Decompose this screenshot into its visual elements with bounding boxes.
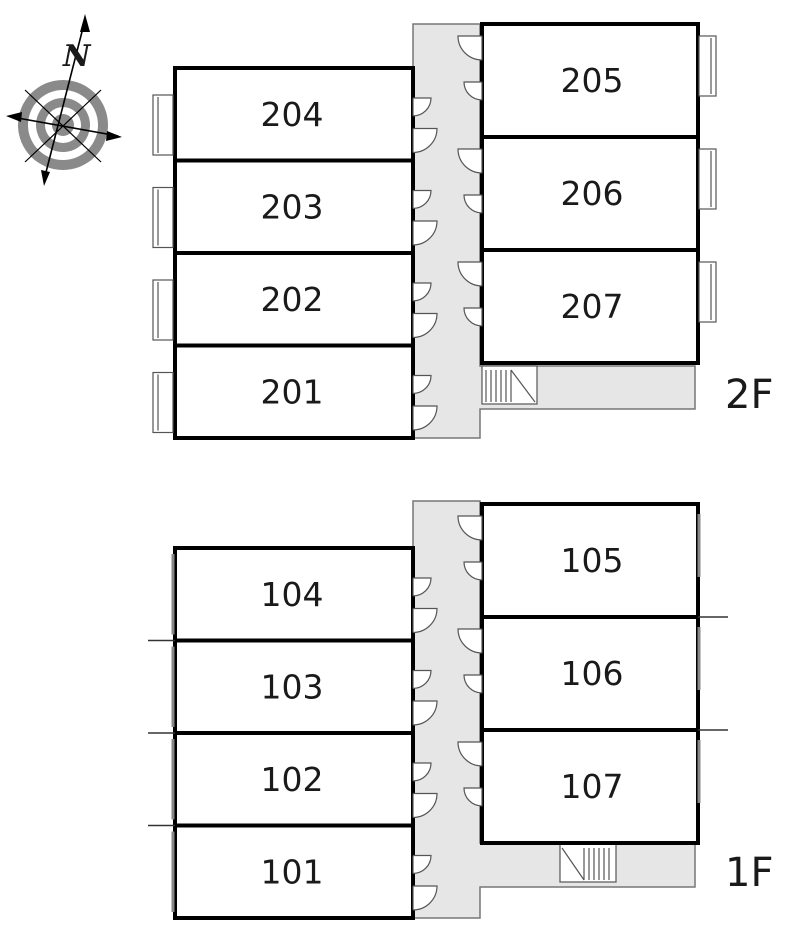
- door-icon: [463, 81, 483, 101]
- room-203: 203: [173, 158, 438, 255]
- door-icon: [457, 261, 483, 287]
- door-icon: [457, 741, 483, 767]
- room-number-label: 104: [261, 575, 324, 614]
- door-icon: [412, 700, 438, 726]
- floor-label-1f: 1F: [725, 850, 773, 896]
- room-number-label: 203: [261, 187, 324, 226]
- door-icon: [463, 787, 483, 807]
- room-102: 102: [173, 731, 438, 828]
- door-icon: [412, 854, 432, 875]
- room-number-label: 207: [561, 287, 624, 326]
- door-icon: [463, 674, 483, 694]
- balcony: [152, 371, 174, 434]
- door-icon: [412, 312, 438, 339]
- room-number-label: 101: [261, 852, 324, 891]
- room-205: 205: [457, 22, 700, 139]
- door-icon: [412, 282, 432, 302]
- room-106: 106: [457, 615, 700, 732]
- room-number-label: 201: [261, 372, 324, 411]
- room-number-label: 206: [561, 174, 624, 213]
- door-icon: [412, 189, 432, 210]
- floor-2f: 204 203 202 201 205 206 207 2F: [152, 22, 773, 440]
- room-201: 201: [173, 343, 438, 440]
- floor-1f: 104 103 102 101 105 106 107 1F: [148, 500, 773, 920]
- door-icon: [457, 35, 483, 61]
- room-number-label: 107: [561, 767, 624, 806]
- door-icon: [457, 628, 483, 654]
- door-icon: [463, 194, 483, 214]
- room-206: 206: [457, 135, 700, 252]
- floor-label-2f: 2F: [725, 372, 773, 418]
- compass-icon: N: [6, 14, 122, 186]
- door-icon: [412, 405, 438, 431]
- door-icon: [412, 220, 438, 246]
- room-number-label: 205: [561, 61, 624, 100]
- balcony: [152, 94, 174, 156]
- balcony: [152, 279, 174, 341]
- balcony: [698, 261, 717, 323]
- compass-north-label: N: [62, 39, 92, 74]
- door-icon: [412, 762, 432, 782]
- room-107: 107: [457, 728, 700, 845]
- room-103: 103: [173, 638, 438, 735]
- door-icon: [457, 148, 483, 174]
- room-number-label: 103: [261, 667, 324, 706]
- room-number-label: 106: [561, 654, 624, 693]
- room-202: 202: [173, 251, 438, 348]
- balcony: [698, 35, 717, 97]
- room-204: 204: [173, 66, 438, 163]
- room-207: 207: [457, 248, 700, 365]
- door-icon: [412, 374, 432, 395]
- door-icon: [463, 307, 483, 327]
- room-number-label: 202: [261, 280, 324, 319]
- door-icon: [412, 792, 438, 819]
- door-icon: [412, 577, 432, 597]
- room-105: 105: [457, 502, 700, 619]
- door-icon: [412, 669, 432, 690]
- door-icon: [463, 561, 483, 581]
- door-icon: [412, 127, 438, 154]
- room-101: 101: [173, 823, 438, 920]
- room-number-label: 204: [261, 95, 324, 134]
- balcony: [152, 186, 174, 249]
- door-icon: [412, 607, 438, 634]
- door-icon: [457, 515, 483, 541]
- room-104: 104: [173, 546, 438, 643]
- room-number-label: 102: [261, 760, 324, 799]
- room-number-label: 105: [561, 541, 624, 580]
- door-icon: [412, 885, 438, 911]
- balcony: [698, 148, 717, 210]
- door-icon: [412, 97, 432, 117]
